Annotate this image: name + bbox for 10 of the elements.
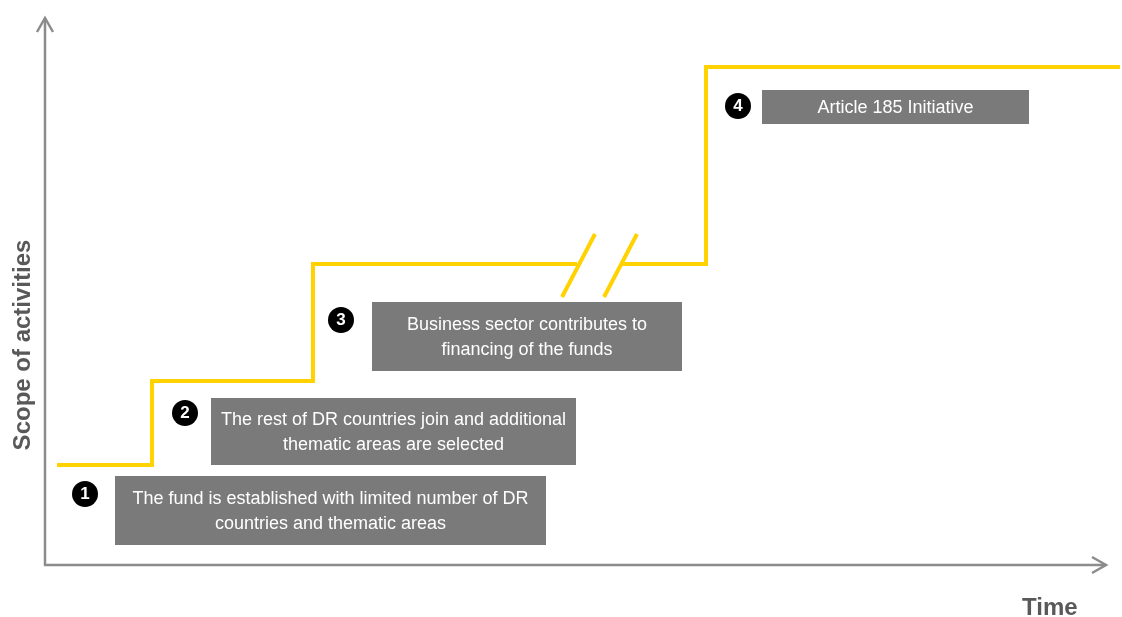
callout-number: 2	[172, 400, 198, 426]
milestone-box: Business sector contributes to financing of the funds	[372, 302, 682, 371]
milestone-box: The fund is established with limited number of DR countries and thematic areas	[115, 476, 546, 545]
axis-title: Time	[1022, 593, 1078, 617]
callout-number: 3	[328, 307, 354, 333]
callout-number: 1	[72, 481, 98, 507]
milestone-box: The rest of DR countries join and additional thematic areas are selected	[211, 398, 576, 465]
milestone-box: Article 185 Initiative	[762, 90, 1029, 124]
axis-title: Scope of activities	[8, 239, 36, 451]
callout-number: 4	[725, 93, 751, 119]
